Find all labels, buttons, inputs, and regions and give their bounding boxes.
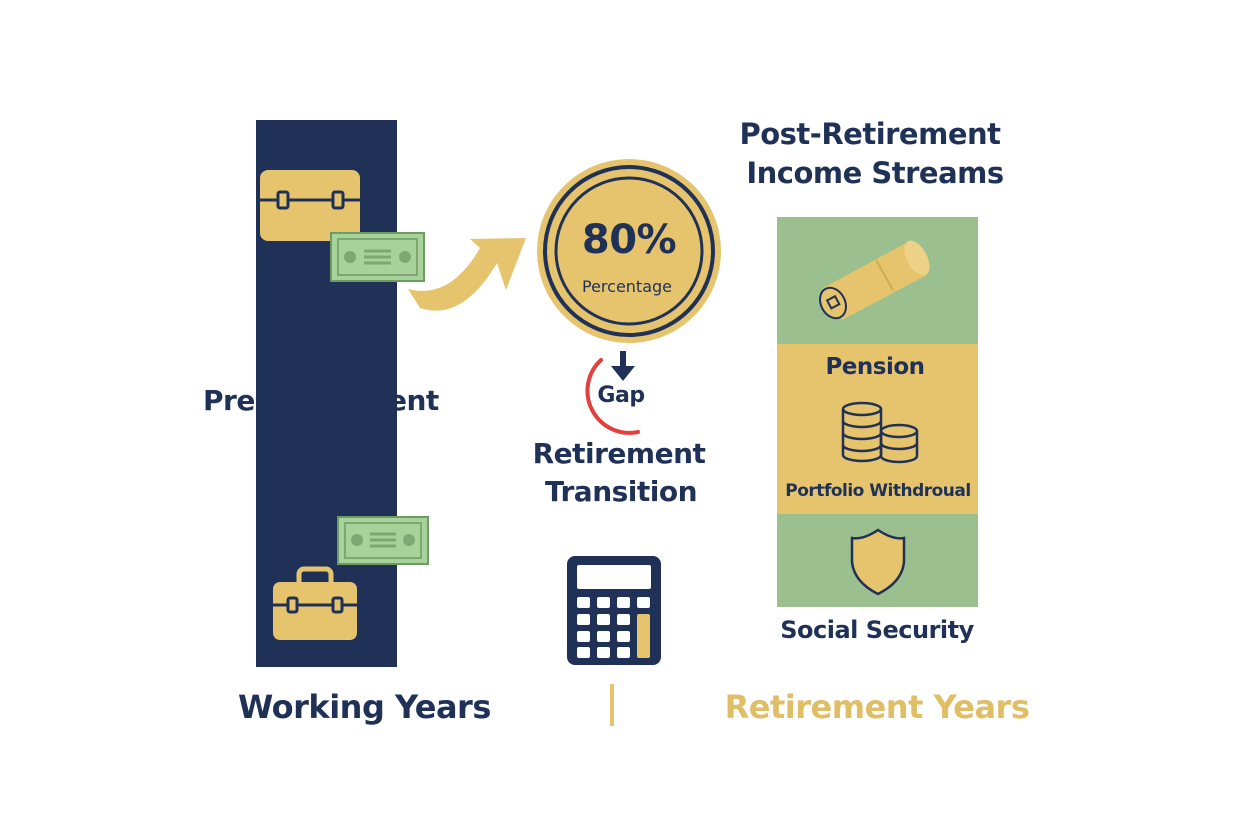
percentage-medallion bbox=[537, 159, 721, 343]
coin-stack-icon bbox=[841, 401, 919, 464]
salary-label-line1: Pre-Retirement bbox=[203, 384, 439, 417]
income-title-line2: Income Streams bbox=[746, 156, 1004, 190]
salary-label-line2: Salary bbox=[258, 424, 355, 457]
gap-label: Gap bbox=[597, 383, 645, 408]
stream-label-social-security: Social Security bbox=[780, 616, 974, 644]
stream-label-pension: Pension bbox=[825, 354, 925, 380]
banknote-icon bbox=[337, 516, 429, 565]
income-block-middle bbox=[777, 344, 978, 514]
calculator-icon bbox=[567, 556, 661, 665]
working-years-label: Working Years bbox=[238, 688, 491, 726]
stream-label-portfolio: Portfolio Withdroual bbox=[785, 481, 971, 501]
briefcase-icon bbox=[273, 566, 357, 640]
percentage-value: 80% bbox=[581, 217, 677, 263]
income-title-line1: Post-Retirement bbox=[739, 117, 1001, 151]
banknote-icon bbox=[330, 232, 425, 282]
transition-title-line1: Retirement bbox=[532, 437, 706, 470]
rolled-document-icon bbox=[819, 240, 930, 320]
percentage-label: Percentage bbox=[581, 277, 673, 296]
gap-indicator-icon bbox=[585, 351, 640, 435]
briefcase-icon bbox=[260, 151, 360, 241]
shield-icon bbox=[850, 528, 906, 596]
retirement-years-label: Retirement Years bbox=[724, 688, 1030, 726]
transition-title-line2: Transition bbox=[544, 475, 698, 508]
curved-arrow-icon bbox=[408, 238, 526, 311]
